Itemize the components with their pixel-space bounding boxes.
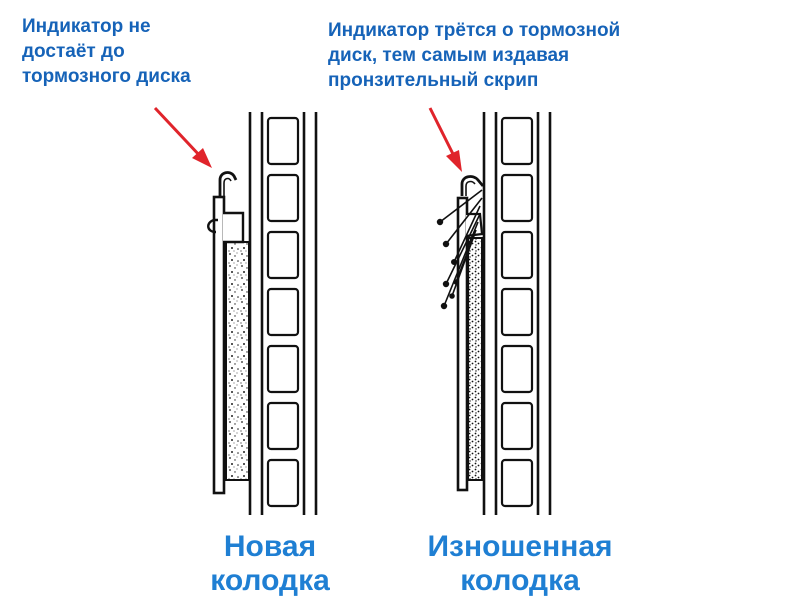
annotation-new-pad: Индикатор не достаёт до тормозного диска	[22, 14, 191, 89]
disc-vent-cell	[500, 116, 534, 166]
red-arrow-icon	[153, 106, 212, 168]
caption-line: колодка	[460, 564, 580, 597]
worn-wear-indicator	[460, 175, 485, 196]
worn-backing-plate	[456, 196, 469, 492]
disc-vent-cell	[266, 458, 300, 508]
new-brake-pad	[207, 171, 250, 495]
annotation-line: пронзительный скрип	[328, 70, 539, 91]
caption-line: Новая	[223, 530, 317, 563]
disc-vent-cell	[266, 287, 300, 337]
caption-worn-pad: Изношенная колодка	[390, 530, 650, 598]
worn-friction-material	[467, 237, 483, 481]
new-friction-material	[225, 241, 250, 481]
annotation-line: Индикатор трётся о тормозной	[328, 20, 621, 41]
new-backing-plate	[212, 195, 226, 495]
annotation-line: диск, тем самым издавая	[328, 45, 570, 66]
annotation-worn-pad: Индикатор трётся о тормозной диск, тем с…	[328, 18, 620, 93]
caption-line: колодка	[210, 564, 330, 597]
disc-vent-cell	[266, 116, 300, 166]
disc-vent-cell	[266, 401, 300, 451]
disc-vent-cell	[266, 344, 300, 394]
disc-vent-cell	[500, 287, 534, 337]
disc-vent-cell	[500, 401, 534, 451]
new-wear-indicator	[223, 211, 245, 244]
spark-icon	[436, 189, 483, 310]
caption-new-pad: Новая колодка	[150, 530, 390, 598]
caption-line: Изношенная	[427, 530, 613, 563]
worn-brake-pad	[436, 175, 485, 492]
worn-brake-disc	[482, 112, 552, 515]
disc-vent-cell	[500, 458, 534, 508]
disc-vent-cell	[266, 173, 300, 223]
disc-vent-cell	[266, 230, 300, 280]
disc-vent-cell	[500, 173, 534, 223]
disc-vent-cell	[500, 230, 534, 280]
red-arrow-icon	[428, 107, 462, 172]
annotation-line: тормозного диска	[22, 66, 191, 87]
new-brake-disc	[248, 112, 318, 515]
annotation-line: достаёт до	[22, 41, 125, 62]
disc-vent-cell	[500, 344, 534, 394]
annotation-line: Индикатор не	[22, 16, 151, 37]
